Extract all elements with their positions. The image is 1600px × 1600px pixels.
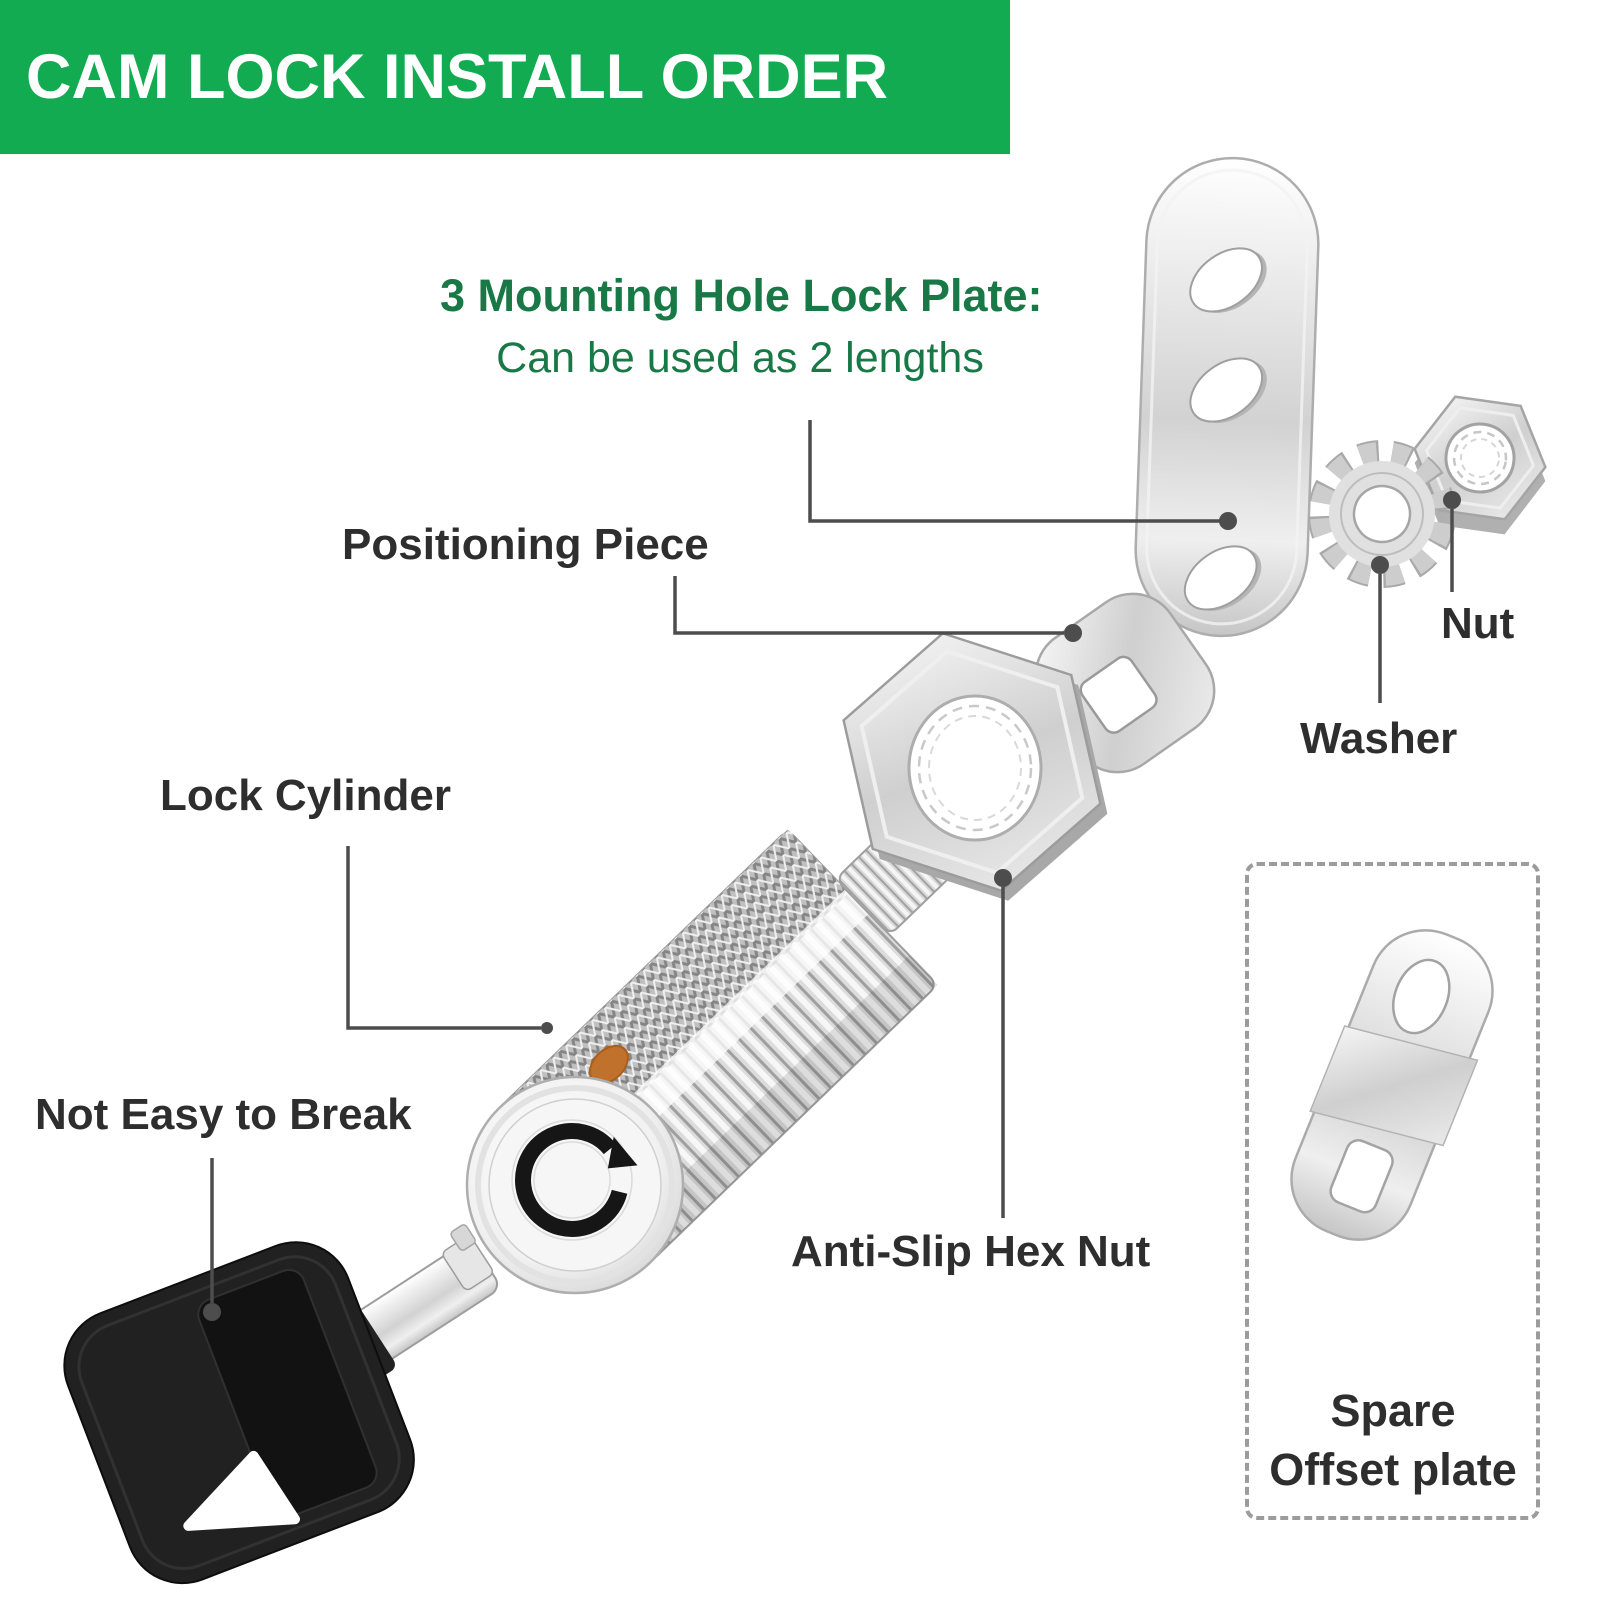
lock-plate-graphic xyxy=(1134,156,1320,638)
title-banner: CAM LOCK INSTALL ORDER xyxy=(0,0,1010,154)
star-washer-graphic xyxy=(1308,440,1456,588)
label-washer: Washer xyxy=(1300,714,1458,763)
spare-caption-line1: Spare xyxy=(1330,1385,1456,1436)
plate-callout-note: Can be used as 2 lengths xyxy=(496,334,984,382)
hex-nut-large-graphic xyxy=(842,631,1108,901)
label-nut: Nut xyxy=(1441,599,1515,648)
plate-callout-title: 3 Mounting Hole Lock Plate: xyxy=(440,270,1043,321)
page-title: CAM LOCK INSTALL ORDER xyxy=(26,42,889,112)
label-not-easy-to-break: Not Easy to Break xyxy=(35,1090,412,1139)
spare-plate-caption: Spare Offset plate xyxy=(1248,1388,1538,1492)
pointer-lines xyxy=(203,420,1461,1321)
key-graphic xyxy=(63,1241,415,1585)
plate-callout: 3 Mounting Hole Lock Plate: Can be used … xyxy=(440,270,1043,383)
spare-caption-line2: Offset plate xyxy=(1269,1444,1517,1495)
cylinder-face-graphic xyxy=(465,1075,685,1295)
label-anti-slip-hex-nut: Anti-Slip Hex Nut xyxy=(791,1227,1151,1276)
spare-plate-box xyxy=(1245,862,1540,1520)
label-lock-cylinder: Lock Cylinder xyxy=(160,771,451,820)
label-positioning-piece: Positioning Piece xyxy=(342,520,709,569)
spare-offset-plate-graphic xyxy=(1290,929,1494,1241)
